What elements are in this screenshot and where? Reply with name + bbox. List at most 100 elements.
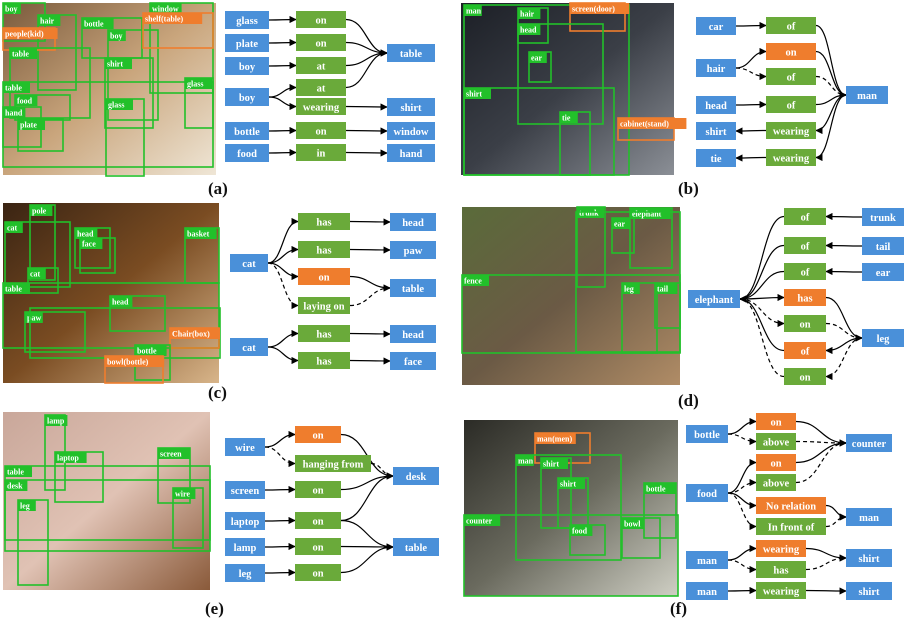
relation-node	[756, 540, 806, 557]
relation-node	[766, 149, 816, 166]
relation-node-label: on	[312, 485, 323, 496]
bbox-label: counter	[466, 517, 493, 526]
bbox-label: window	[152, 5, 179, 14]
object-node	[862, 329, 904, 347]
bbox-label-bg	[15, 95, 38, 106]
relation-node-label: on	[312, 568, 323, 579]
bbox-label: table	[5, 285, 22, 294]
object-node	[862, 237, 904, 255]
bbox-label: tie	[562, 114, 571, 123]
relation-node	[296, 79, 346, 96]
relation-node-label: wearing	[763, 544, 800, 555]
object-node	[230, 338, 268, 356]
graph-edge	[268, 61, 297, 70]
panel-caption-c: (c)	[208, 383, 227, 402]
graph-edge	[267, 262, 299, 310]
bbox-label-bg	[185, 228, 217, 239]
graph-edge	[267, 245, 299, 264]
bbox-label-bg	[110, 296, 133, 307]
object-node-label: food	[697, 489, 717, 500]
graph-edge	[268, 126, 297, 135]
bbox-label: bottle	[137, 347, 157, 356]
bbox-label: lamp	[47, 417, 65, 426]
graph-edge	[349, 330, 391, 338]
bbox-label: elephant	[632, 210, 662, 219]
object-node	[225, 438, 265, 456]
bbox-label-bg	[3, 82, 30, 93]
graph-edge	[264, 485, 296, 494]
relation-node-label: of	[801, 346, 810, 357]
bbox-label: face	[82, 240, 96, 249]
bbox-label-bg	[80, 238, 103, 249]
relation-node-label: on	[785, 47, 796, 58]
bbox-label: leg	[20, 502, 30, 511]
bbox-label: ear	[614, 220, 626, 229]
object-node-label: boy	[239, 62, 256, 73]
relation-node-label: on	[770, 458, 781, 469]
relation-node	[298, 297, 350, 314]
object-node	[696, 122, 736, 140]
object-node	[225, 122, 269, 140]
relation-node-label: has	[316, 245, 331, 256]
graph-edge	[815, 75, 847, 99]
graph-edge	[340, 472, 394, 522]
relation-node	[766, 17, 816, 34]
graph-edge	[825, 337, 863, 355]
graph-edge	[345, 149, 388, 157]
graph-edge	[825, 322, 863, 342]
relation-node-label: on	[318, 272, 329, 283]
relation-node	[298, 241, 350, 258]
object-node	[225, 57, 269, 75]
bbox-label-bg	[108, 30, 126, 41]
relation-node-label: at	[317, 83, 326, 94]
bbox	[515, 454, 622, 561]
bbox-label-bg	[464, 5, 482, 16]
relation-node-label: on	[799, 372, 810, 383]
bbox-label: desk	[7, 482, 23, 491]
bbox-label: cabinet(stand)	[620, 120, 669, 129]
graph-edge	[264, 542, 296, 551]
relation-node	[298, 325, 350, 342]
object-node-label: table	[402, 284, 425, 295]
bbox-label-bg	[518, 24, 541, 35]
bbox-label-bg	[655, 283, 678, 294]
object-node	[686, 484, 728, 502]
relation-node-label: wearing	[773, 126, 810, 137]
graph-edge	[739, 295, 785, 378]
bbox-label: leg	[624, 285, 634, 294]
object-node-label: glass	[236, 16, 258, 27]
bbox-label-bg	[464, 88, 491, 99]
graph-edge	[340, 472, 394, 491]
bbox-label-bg	[55, 452, 87, 463]
bbox-label: table	[5, 84, 22, 93]
relation-node-label: of	[801, 267, 810, 278]
bbox-label: paw	[27, 314, 41, 323]
graph-edge	[825, 212, 863, 221]
panel-caption-a: (a)	[208, 179, 228, 198]
graph-edge	[268, 83, 297, 98]
object-node-label: hair	[707, 64, 726, 75]
graph-edge	[727, 433, 757, 446]
graph-edge	[735, 47, 767, 69]
object-node	[387, 144, 435, 162]
bbox-label: shirt	[543, 460, 559, 469]
relation-node	[296, 34, 346, 51]
relation-node	[756, 474, 796, 491]
object-node	[387, 98, 435, 116]
relation-node	[296, 144, 346, 161]
object-node	[846, 549, 892, 567]
relation-node-label: of	[801, 212, 810, 223]
bbox-label-bg	[82, 18, 114, 29]
object-node	[387, 122, 435, 140]
bbox	[107, 29, 159, 121]
bbox-label-bg	[75, 228, 98, 239]
bbox-label: man	[518, 457, 534, 466]
graph-edge	[825, 504, 847, 521]
relation-node-label: in	[317, 148, 326, 159]
object-node-label: table	[405, 543, 428, 554]
relation-node	[298, 268, 350, 285]
bbox-label-bg	[622, 283, 640, 294]
